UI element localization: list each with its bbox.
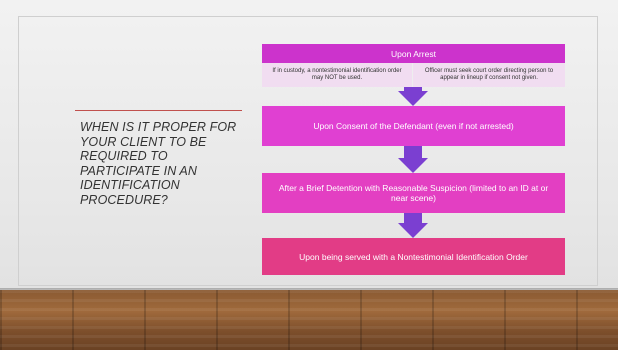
- down-arrow-icon: [398, 223, 428, 238]
- step1-notes: If in custody, a nontestimonial identifi…: [262, 63, 565, 87]
- arrow-stem-2: [404, 146, 422, 158]
- step1-note-left: If in custody, a nontestimonial identifi…: [262, 63, 412, 87]
- slide-question: WHEN IS IT PROPER FOR YOUR CLIENT TO BE …: [80, 120, 237, 207]
- wood-floor-image: [0, 290, 618, 350]
- step-upon-consent: Upon Consent of the Defendant (even if n…: [262, 106, 565, 146]
- step1-note-right: Officer must seek court order directing …: [413, 63, 565, 87]
- arrow-stem-1: [404, 87, 422, 91]
- arrow-stem-3: [404, 213, 422, 223]
- step-nontestimonial-order: Upon being served with a Nontestimonial …: [262, 238, 565, 275]
- step-brief-detention: After a Brief Detention with Reasonable …: [262, 173, 565, 213]
- title-rule: [75, 110, 242, 111]
- slide-frame: [18, 16, 598, 286]
- step-upon-arrest: Upon Arrest: [262, 44, 565, 63]
- down-arrow-icon: [398, 91, 428, 106]
- down-arrow-icon: [398, 158, 428, 173]
